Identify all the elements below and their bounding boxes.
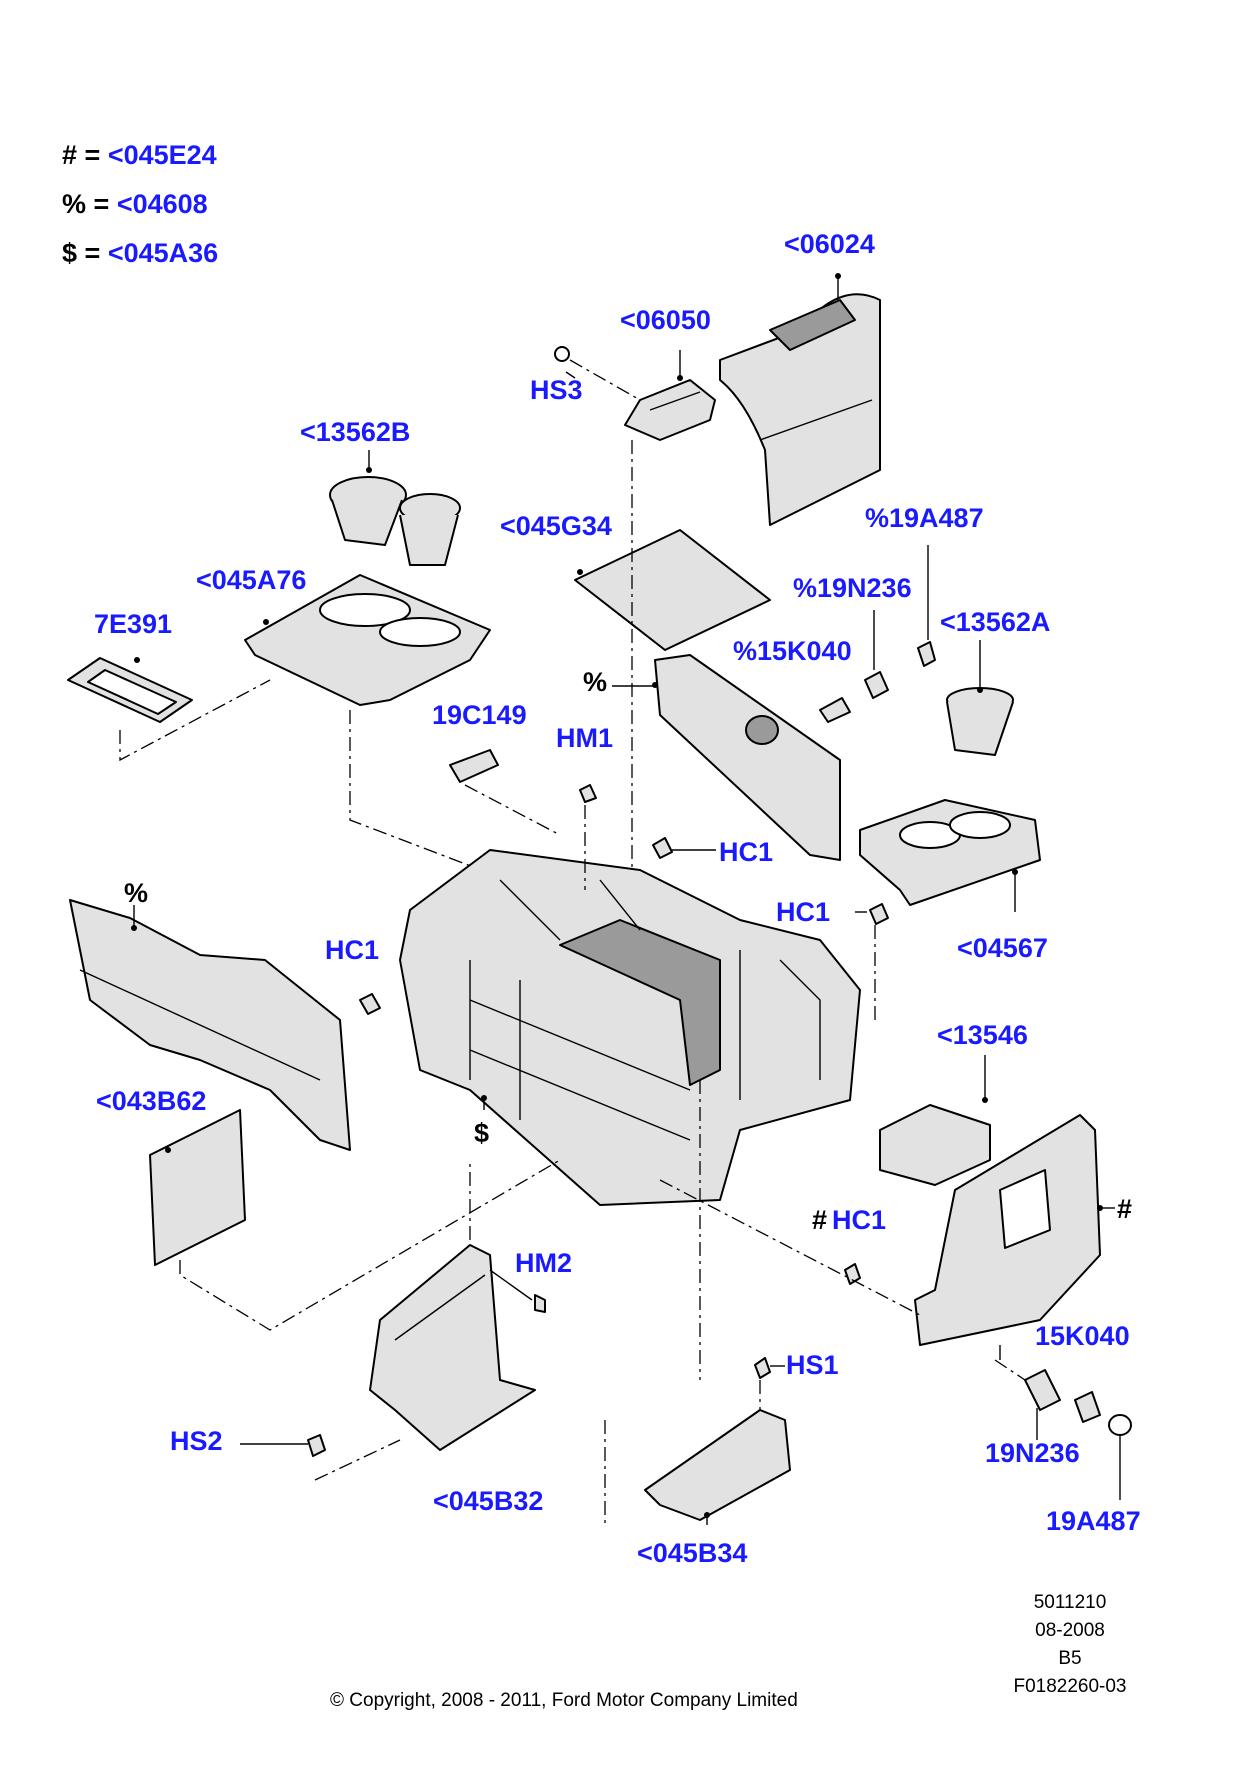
copyright-notice: © Copyright, 2008 - 2011, Ford Motor Com… (330, 1690, 798, 1711)
legend-symbol: # (62, 140, 78, 170)
callout-hc1-hash[interactable]: HC1 (832, 1205, 887, 1235)
callout-13562b[interactable]: <13562B (300, 417, 411, 447)
legend-code: <045A36 (107, 238, 219, 268)
callout-043b62[interactable]: <043B62 (96, 1086, 207, 1116)
legend-symbol: $ (62, 238, 78, 268)
callout-dollar-mark[interactable]: $ (474, 1118, 490, 1148)
legend-code: <045E24 (107, 140, 217, 170)
legend-row-dollar: $ = <045A36 (62, 238, 218, 269)
callout-hs1[interactable]: HS1 (786, 1350, 839, 1380)
callout-13546[interactable]: <13546 (937, 1020, 1028, 1050)
callout-19a487[interactable]: 19A487 (1046, 1506, 1141, 1536)
legend-symbol: % (62, 189, 87, 219)
rear-trim-panel-part (612, 654, 841, 861)
clip-parts (359, 837, 889, 1285)
callout-06050[interactable]: <06050 (620, 305, 711, 335)
callout-19n236[interactable]: 19N236 (985, 1438, 1080, 1468)
callout-045g34[interactable]: <045G34 (500, 511, 612, 541)
console-body-part (399, 849, 861, 1206)
rear-panel-part (659, 1114, 1115, 1346)
callout-hash-mark[interactable]: # (1117, 1194, 1133, 1224)
small-bezel-part (67, 657, 271, 762)
callout-15k040[interactable]: 15K040 (1035, 1321, 1130, 1351)
callout-hc1-a[interactable]: HC1 (719, 837, 774, 867)
diagram-revision: B5 (1058, 1648, 1082, 1669)
bracket-left-part (369, 1160, 546, 1451)
callout-045b32[interactable]: <045B32 (433, 1486, 544, 1516)
callout-19a487-percent[interactable]: %19A487 (865, 503, 984, 533)
bracket-right-part (604, 1080, 791, 1525)
callout-13562a[interactable]: <13562A (940, 607, 1051, 637)
callout-045b34[interactable]: <045B34 (637, 1538, 748, 1568)
callout-hs2[interactable]: HS2 (170, 1426, 223, 1456)
callout-percent-mark[interactable]: % (583, 667, 608, 697)
rear-cup-holder-part (859, 799, 1041, 912)
armrest-lid-part (719, 273, 881, 526)
pad-part (574, 529, 771, 651)
callout-7e391[interactable]: 7E391 (94, 609, 173, 639)
access-panel-part (149, 1109, 561, 1331)
legend-code: <04608 (116, 189, 208, 219)
diagram-date: 08-2008 (1035, 1620, 1105, 1641)
callout-hc1-c[interactable]: HC1 (325, 935, 380, 965)
callout-hs3[interactable]: HS3 (530, 375, 583, 405)
callout-hm2[interactable]: HM2 (515, 1248, 573, 1278)
left-side-panel-part (69, 899, 351, 1151)
hinge-bracket-part (554, 346, 716, 441)
module-part (879, 1055, 991, 1186)
cup-part (946, 640, 1014, 756)
lighter-assembly-lower (994, 1345, 1132, 1500)
cup-holder-bezel-part (244, 574, 561, 901)
callout-06024[interactable]: <06024 (784, 229, 875, 259)
callout-045a76[interactable]: <045A76 (196, 565, 307, 595)
diagram-reference: F0182260-03 (1013, 1676, 1127, 1697)
legend-row-percent: % = <04608 (62, 189, 208, 220)
legend-eq: = (93, 189, 110, 219)
callout-hc1-b[interactable]: HC1 (776, 897, 831, 927)
callout-hc1-hash-prefix[interactable]: # (812, 1205, 828, 1235)
legend-eq: = (84, 140, 101, 170)
callout-19c149[interactable]: 19C149 (432, 700, 527, 730)
screw-hs2 (240, 1434, 401, 1481)
callout-19n236-percent[interactable]: %19N236 (793, 573, 912, 603)
callout-04567[interactable]: <04567 (957, 933, 1048, 963)
power-point-components (819, 545, 936, 723)
callout-hm1[interactable]: HM1 (556, 723, 614, 753)
small-fasteners (449, 749, 597, 890)
legend-row-hash: # = <045E24 (62, 140, 217, 171)
legend-eq: = (84, 238, 101, 268)
cup-holder-insert-part (329, 450, 461, 566)
diagram-code: 5011210 (1033, 1592, 1107, 1613)
callout-15k040-percent[interactable]: %15K040 (733, 636, 852, 666)
callout-percent-mark-2[interactable]: % (124, 878, 149, 908)
